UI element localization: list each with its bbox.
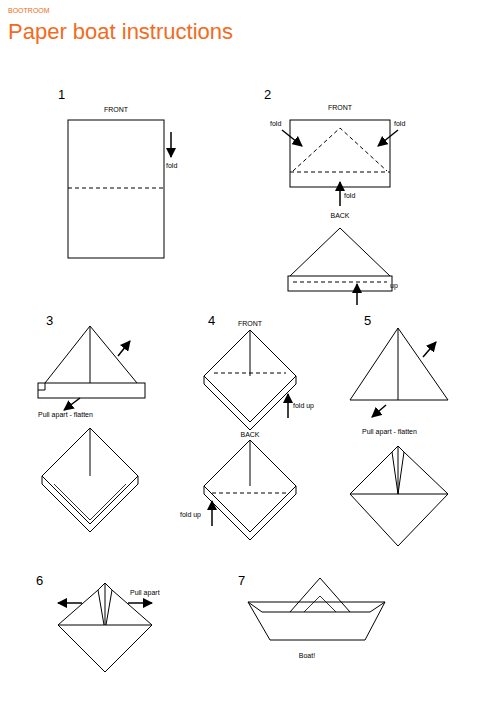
fold-note: fold <box>166 162 177 170</box>
step-number: 6 <box>36 574 43 588</box>
instruction-note: fold up <box>293 402 314 410</box>
instruction-note: Pull apart - flatten <box>362 428 417 436</box>
step-number: 2 <box>264 88 271 102</box>
side-label: FRONT <box>104 106 128 114</box>
side-label: FRONT <box>328 104 352 112</box>
side-label: BACK <box>330 212 349 220</box>
side-label: BACK <box>240 431 259 439</box>
step-number: 1 <box>58 88 65 102</box>
brand-label: BOOTROOM <box>8 7 50 15</box>
fold-note: up <box>390 282 398 290</box>
fold-note: fold <box>394 120 405 128</box>
step-number: 3 <box>46 314 53 328</box>
fold-note: fold <box>344 192 355 200</box>
instruction-note: Pull apart <box>130 589 160 597</box>
instruction-note: Pull apart - flatten <box>38 411 93 419</box>
caption-label: Boat! <box>299 652 315 660</box>
fold-note: fold <box>270 120 281 128</box>
step-number: 7 <box>238 574 245 588</box>
step-number: 5 <box>364 314 371 328</box>
instruction-note: fold up <box>180 511 201 519</box>
step-number: 4 <box>208 314 215 328</box>
page-title: Paper boat instructions <box>8 20 233 44</box>
side-label: FRONT <box>238 320 262 328</box>
